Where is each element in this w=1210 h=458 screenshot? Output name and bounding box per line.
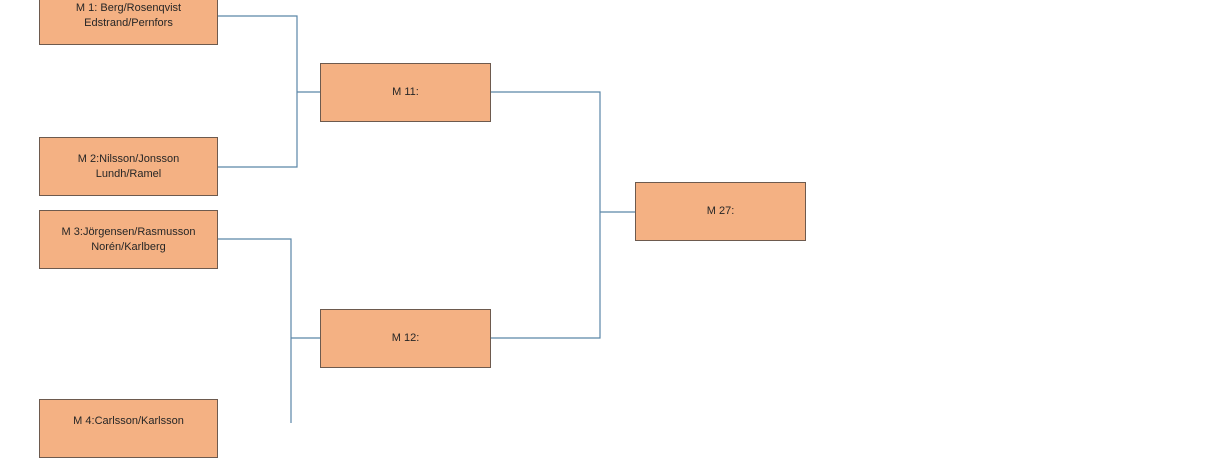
match-box-m27: M 27:	[635, 182, 806, 241]
match-label: M 27:	[706, 205, 735, 217]
connector-m1-m2-to-m11	[218, 15, 320, 168]
match-box-m3: M 3:Jörgensen/Rasmusson Norén/Karlberg	[39, 210, 218, 269]
match-team-2: Lundh/Ramel	[95, 167, 162, 180]
match-label: M 12:	[391, 332, 420, 344]
match-box-m11: M 11:	[320, 63, 491, 122]
match-team-1: M 1: Berg/Rosenqvist	[75, 1, 182, 14]
match-box-m1: M 1: Berg/Rosenqvist Edstrand/Pernfors	[39, 0, 218, 45]
match-team-2: Norén/Karlberg	[91, 240, 166, 253]
connector-m3-m4-to-m12	[218, 238, 320, 423]
match-team-1: M 4:Carlsson/Karlsson	[73, 415, 184, 427]
match-box-m2: M 2:Nilsson/Jonsson Lundh/Ramel	[39, 137, 218, 196]
match-team-1: M 2:Nilsson/Jonsson	[77, 152, 180, 165]
match-team-1: M 3:Jörgensen/Rasmusson	[61, 225, 196, 238]
match-box-m12: M 12:	[320, 309, 491, 368]
match-label: M 11:	[392, 86, 419, 98]
match-box-m4: M 4:Carlsson/Karlsson	[39, 399, 218, 458]
bracket-connectors	[218, 15, 635, 423]
match-team-2: Edstrand/Pernfors	[84, 16, 173, 29]
connector-m11-m12-to-m27	[491, 91, 635, 339]
